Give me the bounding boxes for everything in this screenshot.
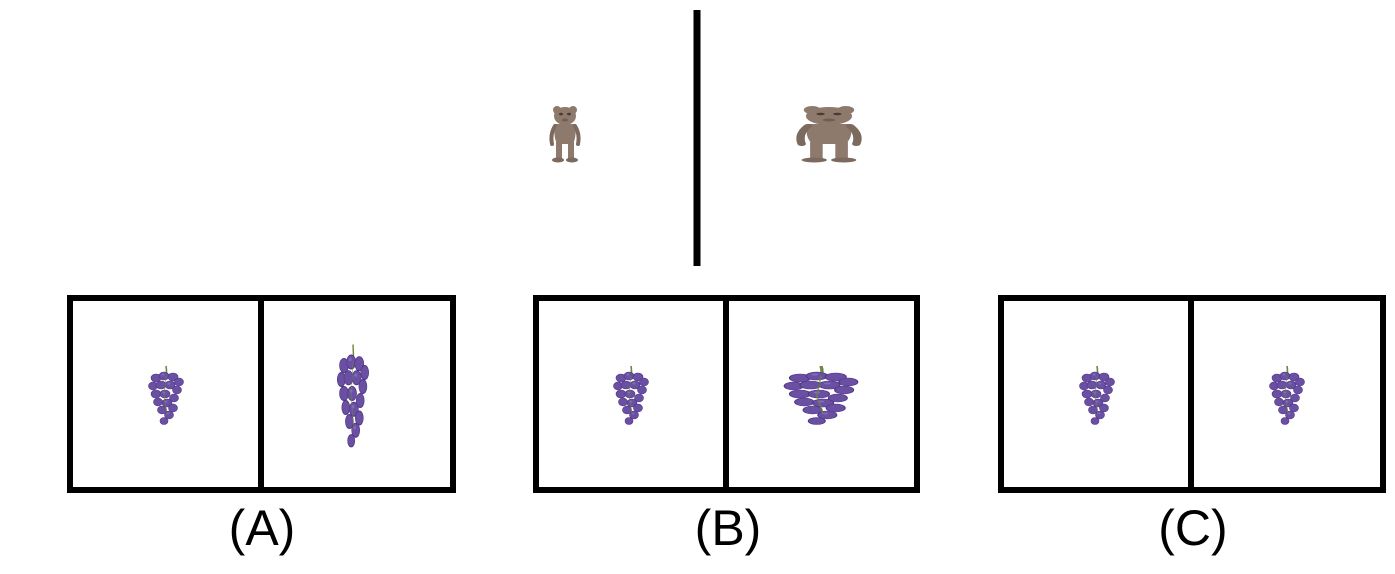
small-creature-icon: [549, 104, 581, 165]
option-b-label: (B): [694, 500, 762, 556]
option-b[interactable]: [533, 295, 920, 493]
option-a-label: (A): [228, 500, 296, 556]
option-a[interactable]: [67, 295, 456, 493]
option-c[interactable]: [998, 295, 1386, 493]
example-pair: [549, 10, 858, 266]
wide-creature-icon: [801, 106, 858, 163]
option-c-label: (C): [1158, 500, 1228, 556]
